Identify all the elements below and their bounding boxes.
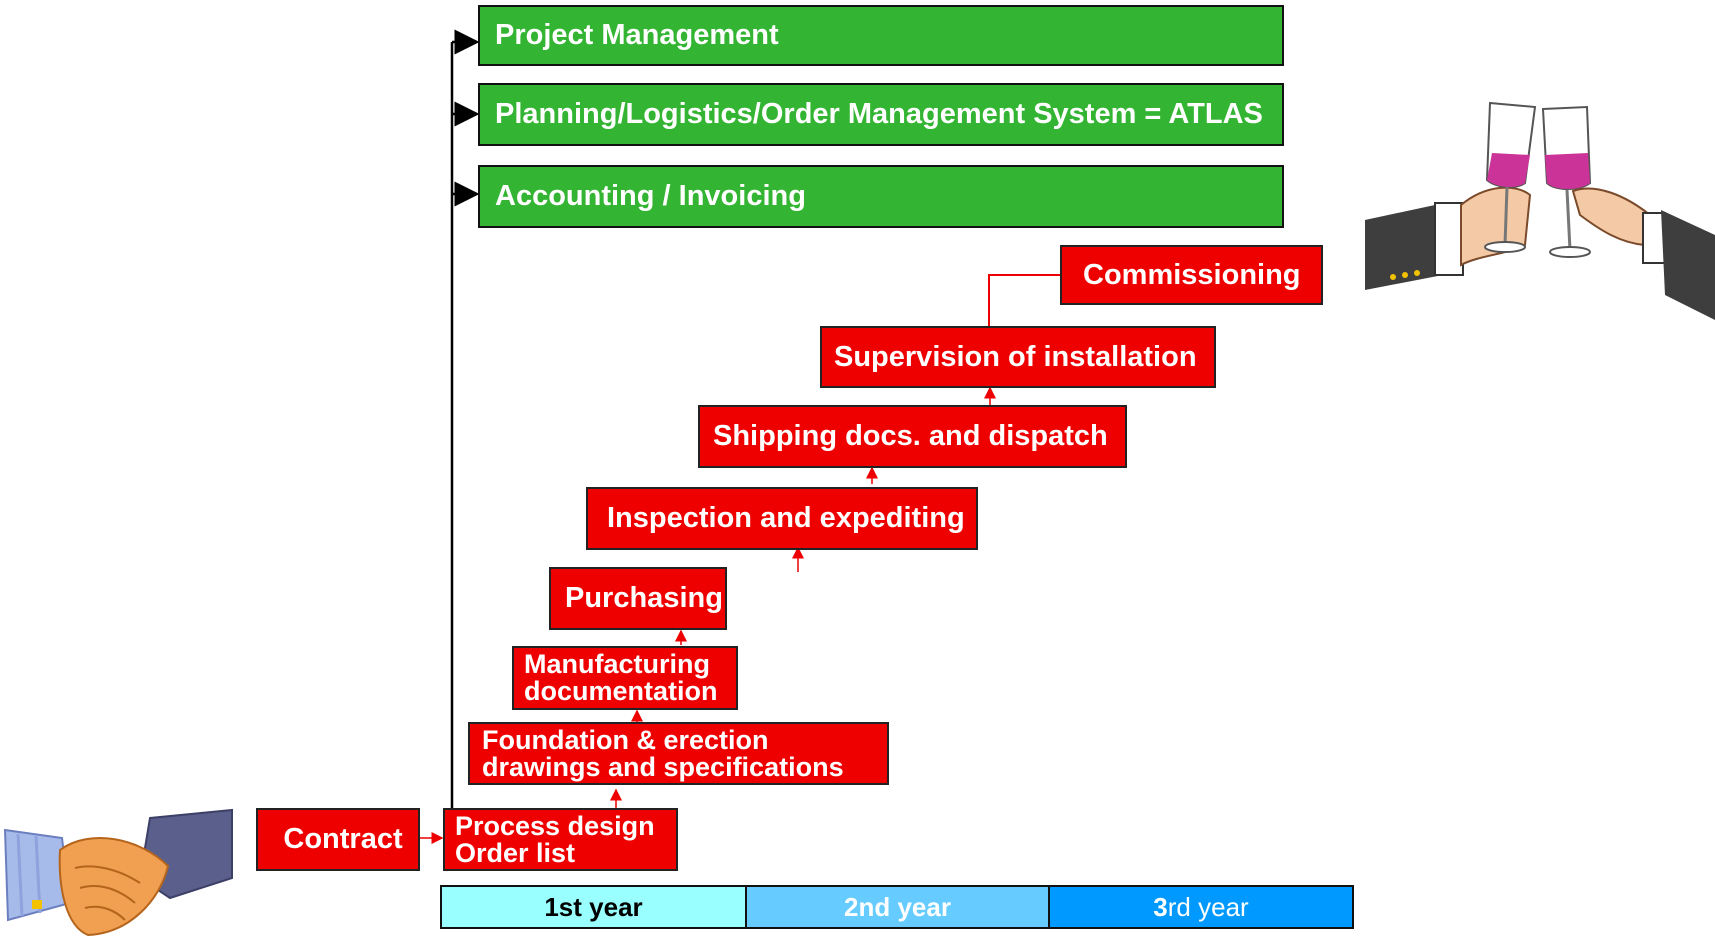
support-label: Planning/Logistics/Order Management Syst… <box>495 98 1263 130</box>
year-label-rest: rd year <box>1167 891 1249 922</box>
year-label-bold: 3 <box>1153 891 1168 922</box>
support-project-management: Project Management <box>478 5 1284 66</box>
step-line: Shipping docs. and dispatch <box>713 420 1108 452</box>
step-commissioning: Commissioning <box>1060 245 1323 305</box>
step-line: documentation <box>524 676 718 706</box>
timeline-year-1: 1st year <box>440 885 747 929</box>
step-line: drawings and specifications <box>482 751 844 782</box>
step-line: Process design <box>455 810 655 841</box>
step-line: Inspection and expediting <box>607 502 965 534</box>
support-planning-logistics: Planning/Logistics/Order Management Syst… <box>478 83 1284 146</box>
step-foundation-erection: Foundation & erection drawings and speci… <box>468 722 889 785</box>
year-label-bold: 2nd year <box>844 891 951 922</box>
year-label-bold: 1st year <box>544 891 643 922</box>
step-supervision-installation: Supervision of installation <box>820 326 1216 388</box>
step-line: Manufacturing <box>524 649 710 679</box>
step-line: Purchasing <box>565 582 723 614</box>
step-manufacturing-documentation: Manufacturing documentation <box>512 646 738 710</box>
support-label: Accounting / Invoicing <box>495 180 806 212</box>
step-purchasing: Purchasing <box>549 567 727 630</box>
step-line: Supervision of installation <box>834 340 1197 373</box>
step-shipping-dispatch: Shipping docs. and dispatch <box>698 405 1127 468</box>
support-accounting-invoicing: Accounting / Invoicing <box>478 165 1284 228</box>
commissioning-connector <box>988 274 1061 327</box>
step-process-design: Process design Order list <box>443 808 678 871</box>
step-line: Order list <box>455 837 576 868</box>
step-line: Foundation & erection <box>482 724 769 755</box>
contract-label: Contract <box>283 823 403 855</box>
handshake-icon <box>3 808 233 937</box>
step-line: Commissioning <box>1083 258 1301 291</box>
toast-glasses-icon <box>1365 101 1715 320</box>
contract-box: Contract <box>256 808 420 871</box>
timeline-year-2: 2nd year <box>745 885 1050 929</box>
step-inspection-expediting: Inspection and expediting <box>586 487 978 550</box>
support-label: Project Management <box>495 19 779 51</box>
